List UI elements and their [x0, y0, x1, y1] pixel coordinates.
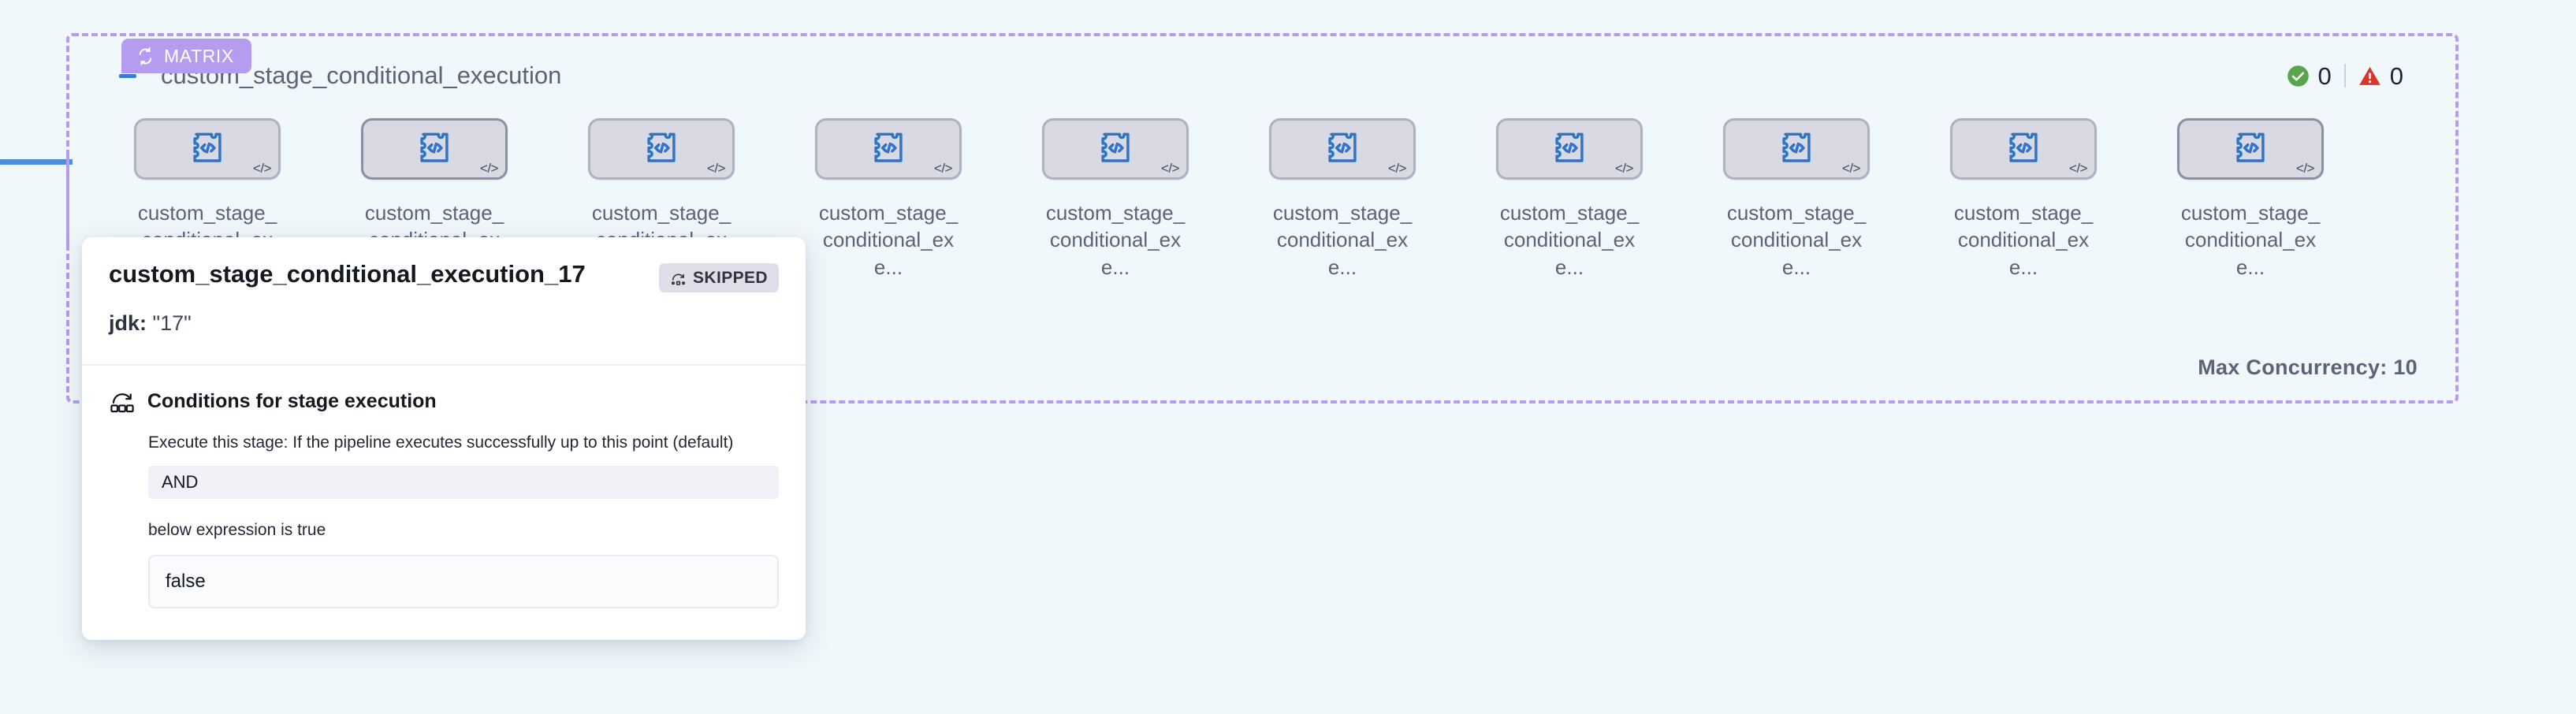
expression-note: below expression is true — [148, 521, 326, 540]
popover-conditions-section: Conditions for stage execution Execute t… — [82, 366, 806, 640]
stage-node-label: custom_stage_conditional_exe... — [1953, 201, 2094, 279]
stage-node[interactable]: </> custom_stage_conditional_exe... — [1949, 118, 2098, 281]
popover-arrow — [417, 237, 455, 238]
condition-operator-field[interactable]: AND — [148, 466, 779, 500]
popover-divider — [82, 364, 806, 366]
loop-icon — [136, 46, 155, 66]
popover-title: custom_stage_conditional_execution_17 — [109, 260, 586, 288]
stage-node-card[interactable]: </> — [1496, 118, 1643, 180]
stage-node-card[interactable]: </> — [134, 118, 281, 180]
collapse-toggle-button[interactable] — [114, 61, 142, 90]
stage-node-label: custom_stage_conditional_exe... — [818, 201, 959, 279]
code-tag-icon: </> — [1614, 161, 1634, 176]
check-circle-icon — [2287, 65, 2310, 87]
stage-node[interactable]: </> custom_stage_conditional_exe... — [2176, 118, 2325, 281]
success-count: 0 — [2317, 61, 2332, 90]
stage-node-card[interactable]: </> — [588, 118, 735, 180]
stage-details-popover: custom_stage_conditional_execution_17 SK… — [82, 237, 806, 640]
stage-node-card[interactable]: </> — [1042, 118, 1189, 180]
stage-node-card[interactable]: </> — [2177, 118, 2324, 180]
stage-node-card[interactable]: </> — [1723, 118, 1870, 180]
expression-value: false — [166, 570, 206, 592]
code-tag-icon: </> — [933, 161, 953, 176]
warning-triangle-icon — [2358, 65, 2381, 87]
stage-node-label: custom_stage_conditional_exe... — [1272, 201, 1413, 279]
group-header: custom_stage_conditional_execution 0 — [69, 36, 2455, 115]
matrix-badge[interactable]: MATRIX — [121, 39, 251, 73]
stage-node-label: custom_stage_conditional_exe... — [2180, 201, 2321, 279]
status-divider — [2343, 64, 2346, 87]
stage-node-card[interactable]: </> — [1950, 118, 2097, 180]
success-status[interactable]: 0 — [2274, 64, 2344, 88]
incoming-edge-connector — [0, 159, 73, 165]
status-summary: 0 0 — [2274, 60, 2417, 91]
stage-node-card[interactable]: </> — [1269, 118, 1416, 180]
code-tag-icon: </> — [2295, 161, 2315, 176]
condition-operator-value: AND — [162, 472, 199, 493]
max-concurrency-label: Max Concurrency: 10 — [2198, 355, 2418, 379]
minus-icon — [119, 73, 136, 78]
code-tag-icon: </> — [1160, 161, 1180, 176]
stage-node-label: custom_stage_conditional_exe... — [1499, 201, 1640, 279]
stage-node[interactable]: </> custom_stage_conditional_exe... — [1040, 118, 1190, 281]
expression-value-field[interactable]: false — [148, 554, 779, 608]
matrix-badge-label: MATRIX — [164, 45, 234, 66]
stage-node[interactable]: </> custom_stage_conditional_exe... — [813, 118, 963, 281]
status-badge: SKIPPED — [659, 263, 779, 292]
code-tag-icon: </> — [1387, 161, 1407, 176]
popover-subtitle-value: "17" — [152, 311, 192, 335]
stage-node-label: custom_stage_conditional_exe... — [1045, 201, 1186, 279]
conditions-heading: Conditions for stage execution — [147, 390, 437, 413]
popover-header: custom_stage_conditional_execution_17 SK… — [82, 237, 806, 364]
stage-node-label: custom_stage_conditional_exe... — [1726, 201, 1867, 279]
stage-node[interactable]: </> custom_stage_conditional_exe... — [1268, 118, 1417, 281]
conditions-description: Execute this stage: If the pipeline exec… — [148, 433, 734, 452]
stage-node[interactable]: </> custom_stage_conditional_exe... — [1495, 118, 1644, 281]
warning-status[interactable]: 0 — [2346, 64, 2416, 88]
stage-node-card[interactable]: </> — [361, 118, 508, 180]
code-tag-icon: </> — [706, 161, 726, 176]
warning-count: 0 — [2389, 61, 2403, 90]
conditions-icon — [109, 388, 136, 415]
code-tag-icon: </> — [1841, 161, 1861, 176]
stage-node-card[interactable]: </> — [815, 118, 962, 180]
code-tag-icon: </> — [2068, 161, 2088, 176]
code-tag-icon: </> — [479, 161, 499, 176]
stage-node-row: </> custom_stage_conditional_exe... </> cu… — [69, 118, 2455, 299]
popover-subtitle: jdk: "17" — [109, 310, 779, 337]
skip-arc-icon — [670, 270, 687, 286]
edge-join-marker — [66, 156, 69, 244]
stage-node[interactable]: </> custom_stage_conditional_exe... — [1722, 118, 1871, 281]
status-badge-label: SKIPPED — [693, 269, 768, 287]
popover-subtitle-key: jdk: — [109, 311, 147, 335]
code-tag-icon: </> — [252, 161, 272, 176]
matrix-stage-group: MATRIX custom_stage_conditional_executio… — [66, 33, 2459, 403]
